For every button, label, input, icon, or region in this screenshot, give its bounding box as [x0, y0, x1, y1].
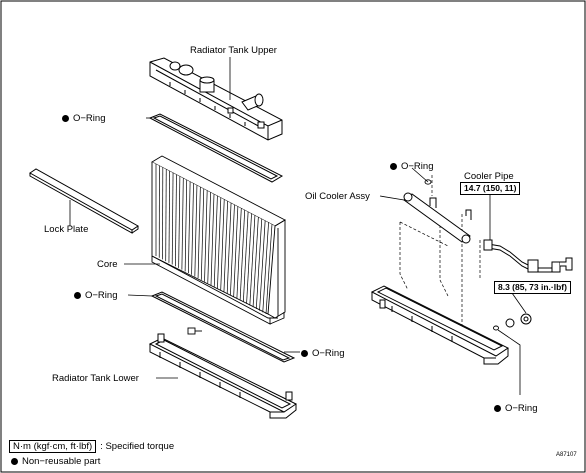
label-text: O−Ring [73, 113, 106, 124]
core-fin [230, 204, 235, 296]
label-core: Core [97, 259, 118, 270]
o-ring-upper-part [148, 113, 284, 183]
core-fin [255, 218, 263, 309]
leader-o-ring-cooler [411, 167, 429, 183]
core-fin [265, 223, 273, 315]
core-fin [262, 222, 269, 313]
small-o-ring [424, 179, 432, 185]
core-fin [223, 201, 228, 292]
core-fin [243, 211, 249, 303]
core-fin [200, 188, 205, 280]
legend-torque: N·m (kgf·cm, ft·lbf): Specified torque [9, 440, 175, 453]
lock-plate-part [29, 168, 139, 234]
legend-nonreusable-text: Non−reusable part [22, 456, 101, 467]
core-fin [246, 213, 252, 304]
core-fin [184, 179, 188, 272]
nonreusable-dot-icon [494, 404, 501, 412]
label-text: O−Ring [312, 348, 345, 359]
core-fin [178, 176, 181, 268]
label-o-ring-upper: O−Ring [62, 113, 105, 124]
drain-plug [187, 327, 202, 335]
figure-code: A87107 [556, 452, 577, 458]
o-ring-mid-part [150, 291, 296, 363]
label-oil-cooler-assy: Oil Cooler Assy [305, 191, 370, 202]
core-fin [171, 172, 174, 265]
label-o-ring-right: O−Ring [494, 403, 537, 414]
nonreusable-dot-icon [390, 162, 397, 170]
legend-unit-box: N·m (kgf·cm, ft·lbf) [9, 440, 97, 453]
torque-cooler-pipe: 14.7 (150, 11) [460, 182, 521, 195]
assembly-guide-lines [399, 175, 481, 330]
leader-o-ring-mid [127, 294, 153, 297]
core-fin [197, 186, 201, 279]
nonreusable-dot-icon [62, 114, 69, 122]
core-fin [188, 181, 191, 274]
core-fin [168, 171, 170, 263]
core-fin [194, 185, 198, 277]
legend-nonreusable: Non−reusable part [11, 456, 100, 467]
label-lock-plate: Lock Plate [44, 224, 89, 235]
label-text: O−Ring [505, 403, 538, 414]
label-o-ring-cooler: O−Ring [390, 161, 433, 172]
right-tank-part [370, 285, 509, 365]
core-fin [259, 220, 266, 311]
core-fin [204, 190, 208, 282]
core-fin [252, 216, 259, 308]
small-o-ring-right [493, 325, 499, 331]
oil-cooler-assy-part [403, 192, 472, 244]
core-fins [155, 164, 273, 315]
label-text: O−Ring [401, 161, 434, 172]
core-fin [249, 215, 256, 306]
label-text: O−Ring [85, 290, 118, 301]
label-cooler-pipe: Cooler Pipe [464, 171, 514, 182]
label-radiator-tank-upper: Radiator Tank Upper [190, 45, 277, 56]
core-fin [181, 178, 184, 270]
core-fin [207, 192, 211, 284]
core-fin [217, 197, 222, 289]
legend-unit-text: : Specified torque [100, 441, 175, 452]
leader-oil-cooler [379, 195, 405, 201]
core-fin [236, 208, 242, 299]
radiator-tank-lower-part [148, 333, 297, 419]
label-o-ring-lower: O−Ring [301, 348, 344, 359]
core-fin [239, 209, 246, 301]
radiator-tank-upper-part [149, 57, 283, 141]
leader-drain [511, 292, 527, 314]
core-fin [213, 195, 218, 287]
nonreusable-dot-icon [74, 291, 81, 299]
label-o-ring-mid: O−Ring [74, 290, 117, 301]
torque-drain: 8.3 (85, 73 in.·lbf) [494, 281, 571, 294]
core-fin [226, 202, 232, 294]
core-fin [210, 193, 215, 286]
core-fin [175, 174, 177, 267]
core-fin [165, 169, 167, 262]
core-fin [233, 206, 239, 297]
core-fin [191, 183, 194, 275]
leader-o-ring-right [497, 329, 521, 395]
nonreusable-dot-icon [11, 457, 18, 465]
label-radiator-tank-lower: Radiator Tank Lower [52, 373, 139, 384]
drain-plug-right [505, 313, 532, 328]
cooler-pipe-part [483, 239, 573, 273]
core-fin [220, 199, 225, 291]
nonreusable-dot-icon [301, 349, 308, 357]
